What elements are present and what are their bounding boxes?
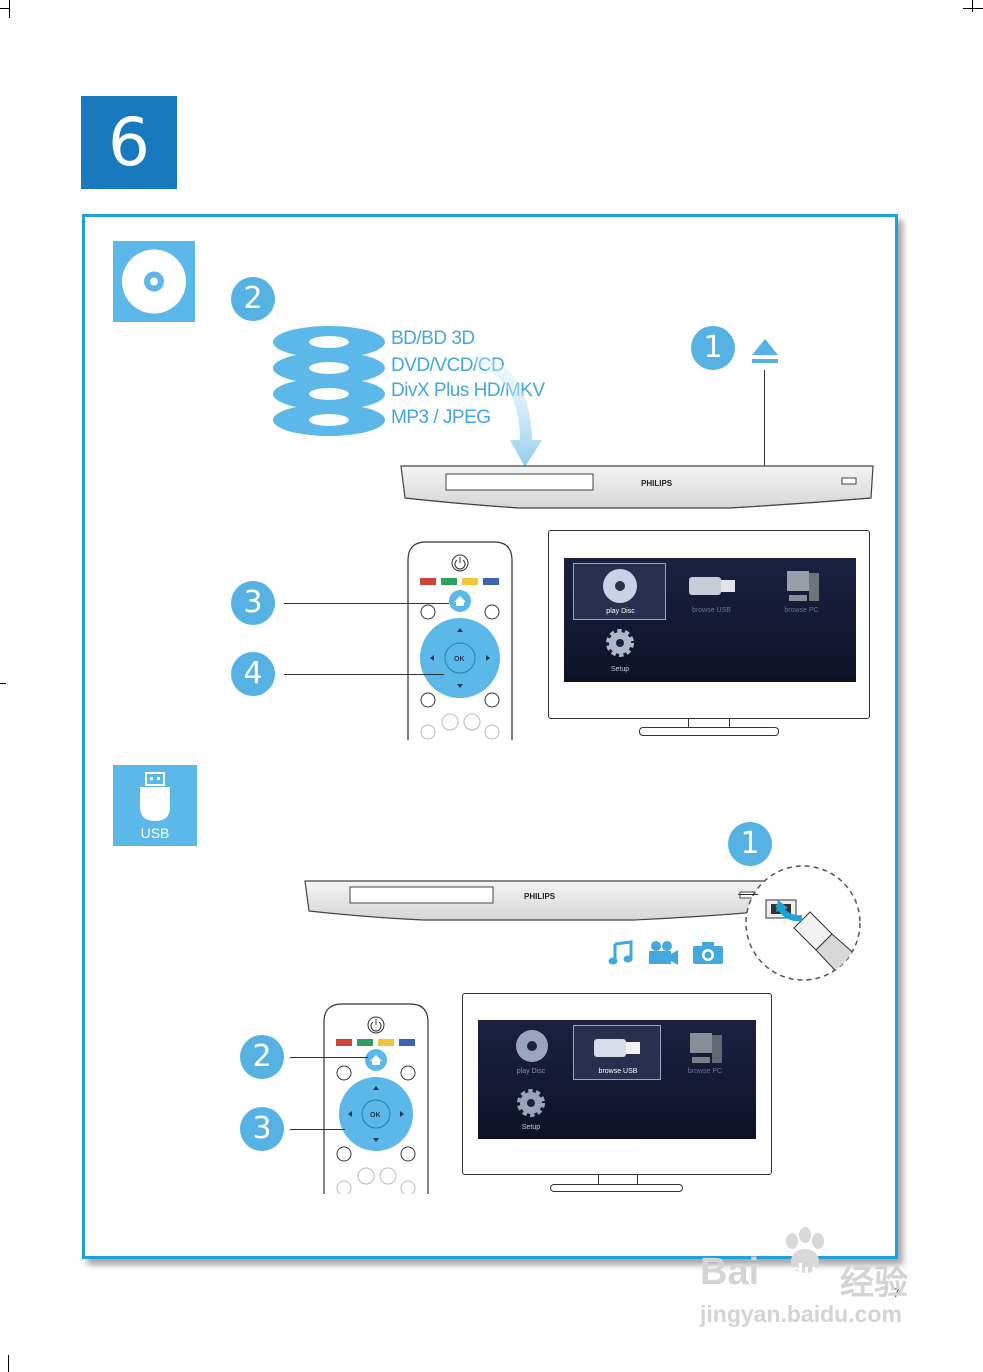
format-bd: BD/BD 3D [391, 328, 475, 349]
disc-icon [516, 1030, 548, 1062]
format-mp3: MP3 / JPEG [391, 407, 491, 428]
usb-icon: USB [113, 765, 197, 846]
step-2-badge: 2 [240, 1035, 284, 1079]
crop-mark [963, 8, 983, 9]
tv-menu: play Disc browse USB browse PC Setup [564, 558, 856, 682]
menu-label: browse USB [692, 607, 731, 614]
pointer-line [738, 894, 758, 895]
menu-item-setup[interactable]: Setup [500, 1084, 562, 1137]
gear-icon [517, 1089, 545, 1117]
bluray-player: PHILIPS [400, 465, 874, 509]
tv-base [550, 1184, 683, 1192]
menu-label: browse PC [687, 1068, 723, 1075]
step-1-badge: 1 [728, 822, 772, 866]
paw-icon [786, 1227, 824, 1273]
step-1-badge: 1 [691, 326, 735, 370]
step-3-badge: 3 [240, 1107, 284, 1151]
menu-label: browse USB [598, 1068, 638, 1075]
crop-mark [8, 1355, 9, 1372]
eject-pointer-line [764, 370, 765, 468]
insert-arrow-icon [475, 353, 542, 467]
watermark-brand: Bai [700, 1251, 760, 1293]
step-3-badge: 3 [231, 581, 275, 625]
eject-icon [752, 339, 778, 363]
menu-label: play Disc [516, 1068, 546, 1075]
pointer-line [284, 603, 449, 604]
player-brand: PHILIPS [641, 479, 673, 488]
music-icon [608, 940, 633, 965]
instruction-frame [82, 214, 898, 1259]
remote-control: OK [407, 541, 513, 740]
watermark-cn: 经验 [840, 1264, 908, 1302]
disc-icon [113, 241, 195, 322]
player-brand: PHILIPS [524, 892, 556, 901]
crop-mark [9, 0, 10, 18]
watermark-brand2: du [790, 1259, 817, 1284]
gear-icon [606, 629, 634, 657]
crop-mark [0, 683, 6, 684]
menu-item-play-disc[interactable]: play Disc [573, 563, 666, 620]
step-4-badge: 4 [231, 652, 275, 696]
computer-icon [787, 571, 819, 601]
menu-label: browse PC [784, 607, 819, 614]
usb-stick-icon [689, 577, 735, 595]
watermark-url: jingyan.baidu.com [700, 1301, 902, 1327]
ok-label: OK [370, 1112, 381, 1119]
pointer-line [284, 674, 444, 675]
crop-mark [972, 0, 973, 12]
bluray-player: PHILIPS [304, 880, 772, 921]
tv-base [639, 727, 779, 736]
remote-control: OK [323, 1003, 429, 1194]
disc-stack [273, 326, 385, 436]
menu-label: Setup [610, 666, 630, 673]
video-camera-icon [649, 941, 678, 965]
menu-item-browse-usb[interactable]: browse USB [669, 563, 754, 620]
menu-label: Setup [521, 1124, 541, 1131]
menu-item-setup[interactable]: Setup [589, 624, 651, 679]
tv-menu: play Disc browse USB browse PC Setup [478, 1020, 756, 1139]
menu-item-browse-pc[interactable]: browse PC [664, 1025, 746, 1080]
pointer-line [290, 1129, 345, 1130]
page-number: 7 [893, 1286, 900, 1300]
watermark: Bai du 经验 jingyan.baidu.com [700, 1225, 940, 1335]
ok-label: OK [454, 656, 465, 663]
menu-item-play-disc[interactable]: play Disc [490, 1025, 572, 1080]
menu-item-browse-pc[interactable]: browse PC [759, 563, 844, 620]
usb-label: USB [140, 825, 170, 841]
camera-icon [693, 942, 723, 964]
menu-item-browse-usb[interactable]: browse USB [573, 1025, 661, 1080]
chapter-number: 6 [81, 96, 177, 189]
usb-stick-icon [594, 1039, 640, 1057]
usb-port-zoom [745, 865, 861, 981]
crop-mark [0, 8, 10, 9]
step-2-badge: 2 [231, 277, 275, 321]
computer-icon [690, 1033, 722, 1063]
disc-icon [603, 569, 637, 603]
menu-label: play Disc [606, 608, 635, 615]
pointer-line [290, 1057, 368, 1058]
